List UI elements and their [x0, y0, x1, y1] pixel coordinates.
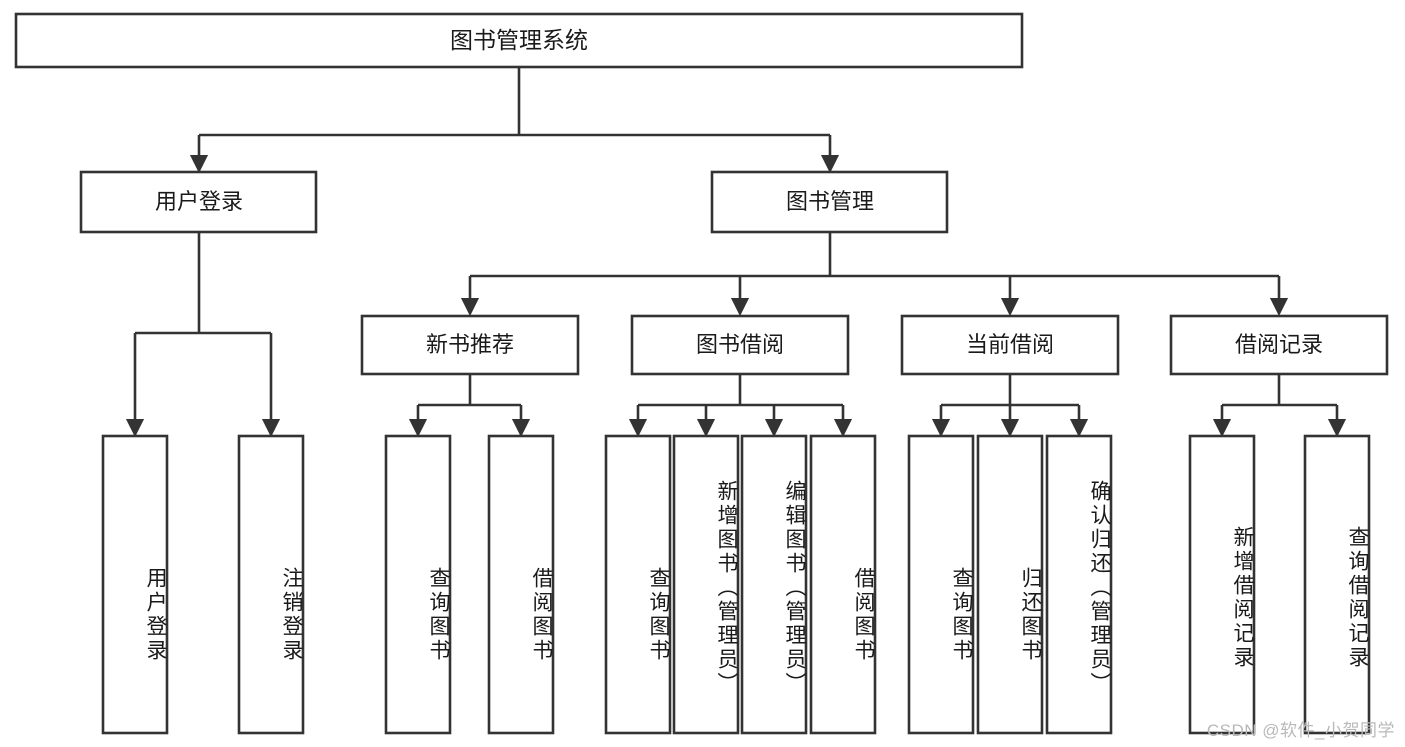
node-new-book-recommend-label: 新书推荐	[426, 332, 514, 357]
connector-group-borrow-record	[1212, 374, 1347, 438]
connector-group-current-borrow	[931, 374, 1089, 438]
leaf-box-return-book[interactable]	[976, 434, 1044, 735]
leaf-box-logout[interactable]	[237, 434, 305, 735]
node-user-login[interactable]: 用户登录	[79, 170, 318, 234]
leaf-box-add-record[interactable]	[1188, 434, 1256, 735]
node-borrow-record[interactable]: 借阅记录	[1169, 314, 1389, 376]
csdn-watermark: CSDN @软件_小贺同学	[1206, 721, 1395, 740]
node-new-book-recommend[interactable]: 新书推荐	[360, 314, 580, 376]
leaf-box-borrow-book-1[interactable]	[487, 434, 555, 735]
leaf-box-query-book-1[interactable]	[384, 434, 452, 735]
leaf-box-borrow-book-2[interactable]	[809, 434, 877, 735]
node-book-borrow[interactable]: 图书借阅	[630, 314, 850, 376]
node-current-borrow[interactable]: 当前借阅	[900, 314, 1120, 376]
connector-group-new-book-recommend	[408, 374, 531, 438]
node-current-borrow-box[interactable]	[900, 314, 1120, 376]
node-root-label: 图书管理系统	[450, 27, 588, 53]
node-current-borrow-label: 当前借阅	[966, 332, 1054, 357]
node-borrow-record-box[interactable]	[1169, 314, 1389, 376]
leaf-box-add-book[interactable]	[672, 434, 740, 735]
node-book-borrow-label: 图书借阅	[696, 332, 784, 357]
node-user-login-label: 用户登录	[155, 189, 243, 214]
node-root-box[interactable]	[14, 12, 1024, 69]
leaf-box-query-record[interactable]	[1303, 434, 1371, 735]
node-book-management-box[interactable]	[710, 170, 949, 234]
node-new-book-recommend-box[interactable]	[360, 314, 580, 376]
node-borrow-record-label: 借阅记录	[1235, 332, 1323, 357]
leaf-box-query-book-3[interactable]	[907, 434, 975, 735]
connector-group-root	[189, 67, 840, 174]
leaf-box-edit-book[interactable]	[740, 434, 808, 735]
connector-group-book-management	[460, 232, 1289, 317]
connector-group-book-borrow	[628, 374, 853, 438]
leaf-box-query-book-2[interactable]	[604, 434, 672, 735]
leaf-box-confirm-return[interactable]	[1045, 434, 1113, 735]
node-book-management[interactable]: 图书管理	[710, 170, 949, 234]
connector-group-user-login	[125, 232, 281, 438]
leaf-box-user-login[interactable]	[101, 434, 169, 735]
node-book-management-label: 图书管理	[786, 189, 874, 214]
node-user-login-box[interactable]	[79, 170, 318, 234]
node-book-borrow-box[interactable]	[630, 314, 850, 376]
node-root[interactable]: 图书管理系统	[14, 12, 1024, 69]
